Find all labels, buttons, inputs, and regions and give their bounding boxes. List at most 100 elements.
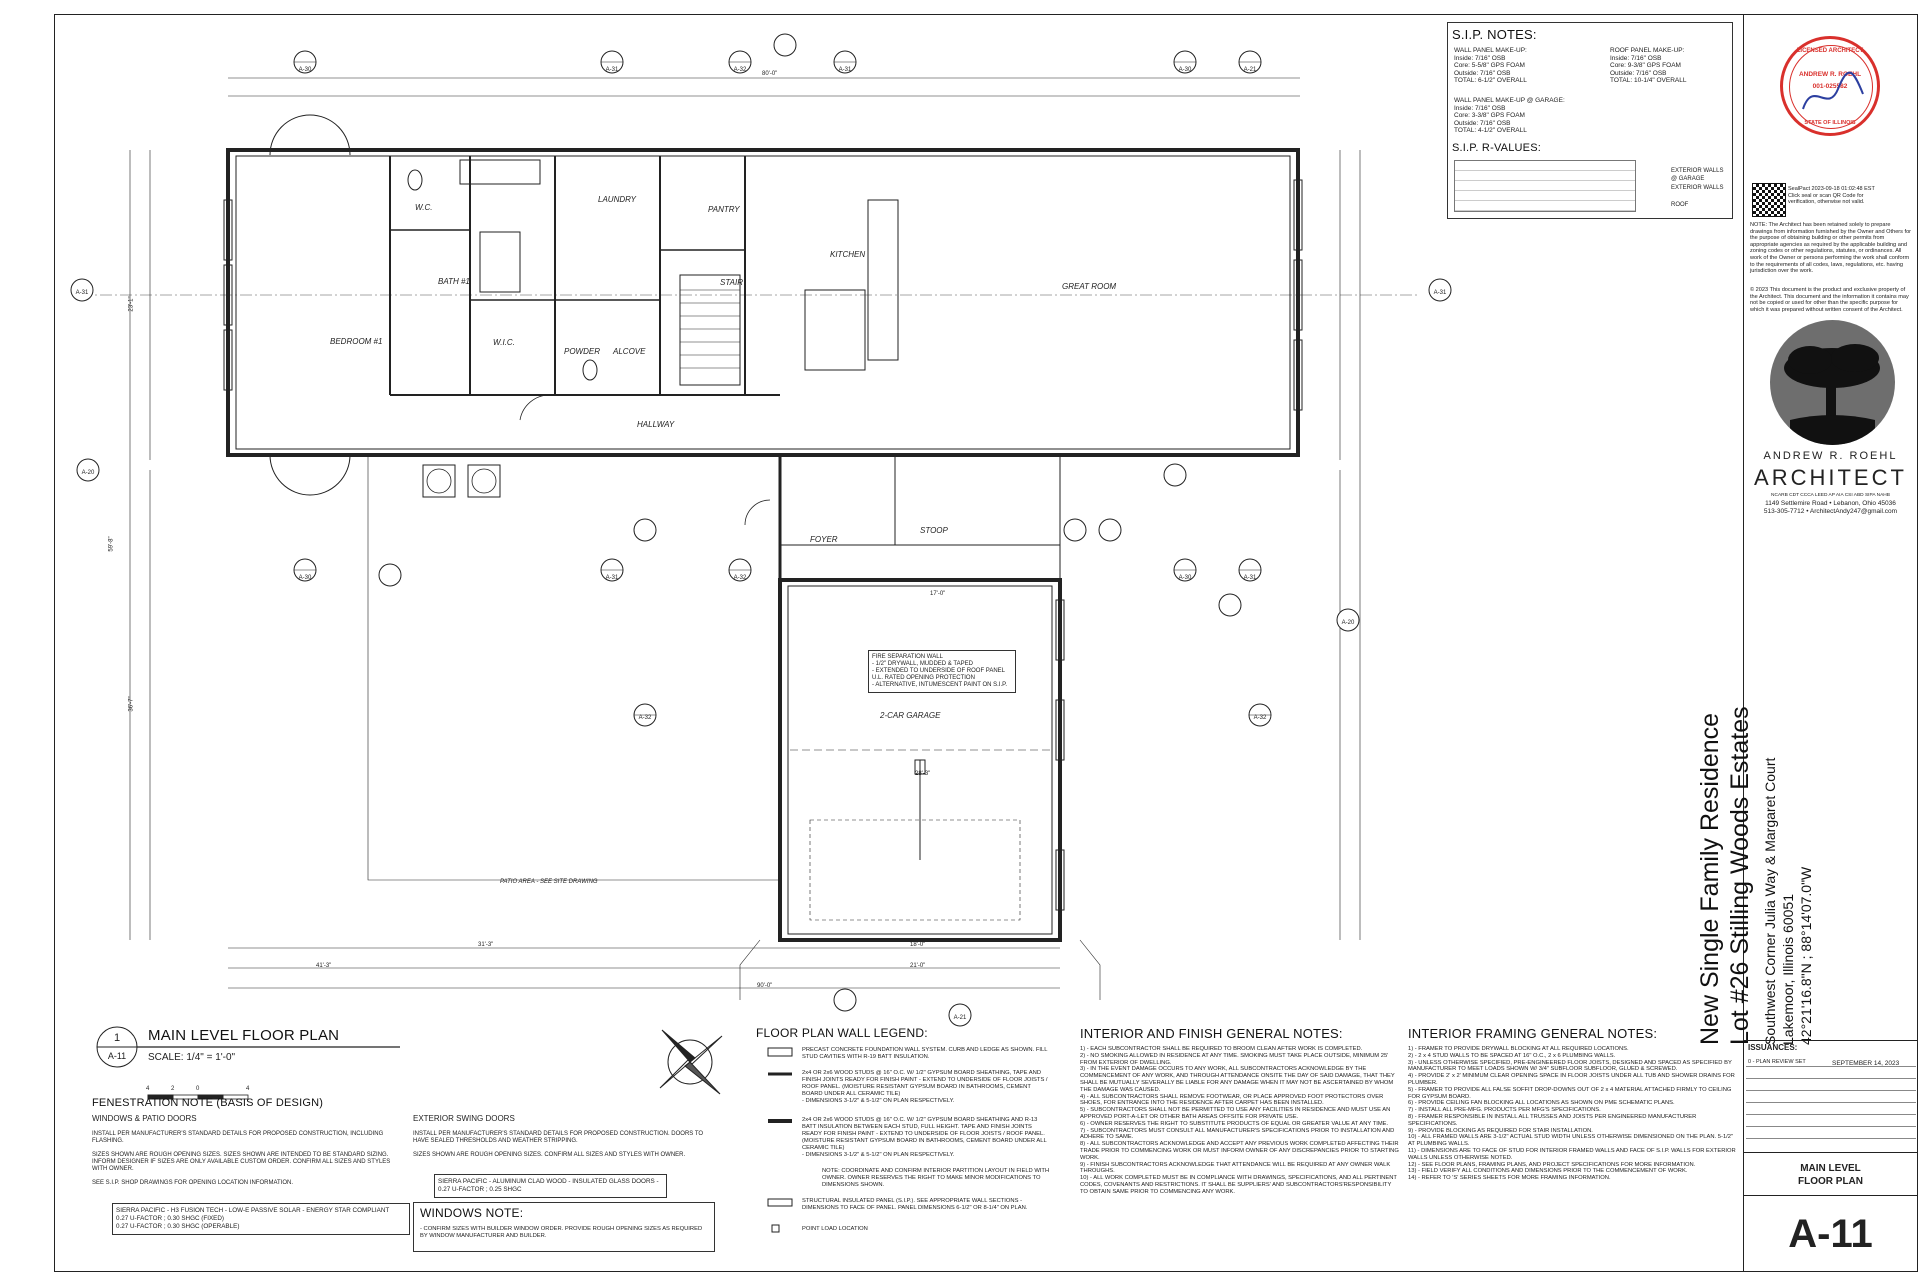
rvalue-label: ROOF (1671, 202, 1689, 208)
firm-contact: 513-305-7712 • ArchitectAndy247@gmail.co… (1763, 508, 1898, 515)
room-kitchen: KITCHEN (830, 250, 866, 259)
section-tag: A-31 (839, 67, 852, 73)
interior-notes-text: 1) - EACH SUBCONTRACTOR SHALL BE REQUIRE… (1080, 1046, 1399, 1195)
dim-left-upper: 23'-1" (128, 296, 135, 312)
scale-tick: 2 (171, 1086, 175, 1092)
legend-item: 2x4 OR 2x6 WOOD STUDS @ 16" O.C. W/ 1/2"… (802, 1070, 1048, 1104)
framing-notes-title: INTERIOR FRAMING GENERAL NOTES: (1408, 1026, 1658, 1041)
rvalue-label: EXTERIOR WALLS (1671, 185, 1724, 191)
windows-note-title: WINDOWS NOTE: (420, 1206, 524, 1220)
legend-item: STRUCTURAL INSULATED PANEL (S.I.P.). SEE… (802, 1198, 1028, 1211)
project-loc2: Lakemoor, Illinois 60051 (1780, 894, 1796, 1045)
signature-icon (1802, 71, 1864, 110)
tree-logo-icon (1770, 320, 1895, 445)
doors-title: EXTERIOR SWING DOORS (413, 1114, 515, 1123)
project-line2: Lot #26 Stilling Woods Estates (1726, 706, 1754, 1045)
section-tag: A-32 (1254, 715, 1267, 721)
section-tag: A-20 (1342, 620, 1355, 626)
dim-overall-bottom: 90'-0" (757, 983, 773, 989)
room-alcove: ALCOVE (613, 347, 646, 356)
issuance-item: 0 - PLAN REVIEW SET (1748, 1059, 1806, 1065)
sheet-number: A-11 (1788, 1212, 1873, 1256)
project-title-block: New Single Family Residence Lot #26 Stil… (1695, 625, 1845, 1045)
sip-rvalues-title: S.I.P. R-VALUES: (1452, 142, 1541, 154)
sheet-title1: MAIN LEVEL (1800, 1163, 1861, 1174)
qr-code-icon[interactable] (1752, 183, 1786, 217)
section-tag: A-32 (734, 67, 747, 73)
section-tag: A-31 (1434, 290, 1447, 296)
issuances-title: ISSUANCES: (1748, 1043, 1798, 1052)
section-tag: A-30 (1179, 575, 1192, 581)
section-tag: A-32 (734, 575, 747, 581)
dim-overall-top: 80'-0" (762, 71, 778, 77)
room-wic: W.I.C. (493, 338, 515, 347)
section-markers (70, 33, 1452, 1027)
legend-title: FLOOR PLAN WALL LEGEND: (756, 1026, 928, 1040)
room-hallway: HALLWAY (637, 420, 675, 429)
dim-left-lower: 36'-7" (128, 696, 135, 712)
doors-spec: SIERRA PACIFIC - ALUMINUM CLAD WOOD - IN… (434, 1174, 667, 1198)
windows-note-text: - CONFIRM SIZES WITH BUILDER WINDOW ORDE… (420, 1226, 703, 1239)
room-stair: STAIR (720, 278, 743, 287)
room-stoop: STOOP (920, 526, 948, 535)
sheet-title2: FLOOR PLAN (1798, 1176, 1863, 1187)
scale-tick: 0 (196, 1086, 200, 1092)
windows-text: INSTALL PER MANUFACTURER'S STANDARD DETA… (92, 1131, 391, 1186)
section-tag: A-31 (1244, 575, 1257, 581)
interior-notes-title: INTERIOR AND FINISH GENERAL NOTES: (1080, 1026, 1343, 1041)
legend-item: PRECAST CONCRETE FOUNDATION WALL SYSTEM.… (802, 1047, 1048, 1060)
legend-item: POINT LOAD LOCATION (802, 1226, 868, 1232)
room-bath: BATH #1 (438, 277, 470, 286)
firm-name: ANDREW R. ROEHL (1763, 450, 1898, 462)
windows-title: WINDOWS & PATIO DOORS (92, 1114, 197, 1123)
drawing-scale: SCALE: 1/4" = 1'-0" (148, 1052, 236, 1063)
section-tag: A-32 (639, 715, 652, 721)
room-bedroom: BEDROOM #1 (330, 337, 383, 346)
dim-bottom-d: 18'-0" (910, 942, 926, 948)
dim-garage-w: 17'-0" (930, 591, 946, 597)
patio-label: PATIO AREA - SEE SITE DRAWING (500, 879, 598, 885)
dim-garage-inner: 28'-3" (915, 771, 931, 777)
scale-bar (147, 1094, 249, 1100)
drawing-title: MAIN LEVEL FLOOR PLAN (148, 1027, 340, 1044)
framing-notes-text: 1) - FRAMER TO PROVIDE DRYWALL BLOCKING … (1408, 1046, 1736, 1182)
seal-number: 001-025582 (1812, 83, 1848, 90)
seal-name: ANDREW R. ROEHL (1798, 71, 1862, 78)
sip-wall-panel: WALL PANEL MAKE-UP: Inside: 7/16" OSB Co… (1454, 47, 1527, 84)
sip-roof-panel: ROOF PANEL MAKE-UP: Inside: 7/16" OSB Co… (1610, 47, 1687, 84)
windows-note-box (413, 1202, 715, 1252)
room-wc: W.C. (415, 203, 433, 212)
title-block (1743, 14, 1918, 1272)
section-tag: A-20 (82, 470, 95, 476)
section-tag: A-30 (1179, 67, 1192, 73)
section-tag: A-31 (606, 575, 619, 581)
project-line1: New Single Family Residence (1696, 712, 1724, 1045)
section-tag: A-21 (954, 1015, 967, 1021)
project-loc1: Southwest Corner Julia Way & Margaret Co… (1762, 757, 1778, 1045)
north-arrow-icon (659, 1029, 723, 1095)
room-pantry: PANTRY (708, 205, 740, 214)
seal-state: STATE OF ILLINOIS (1804, 120, 1856, 126)
windows-spec: SIERRA PACIFIC - H3 FUSION TECH - LOW-E … (112, 1203, 410, 1235)
dim-bottom-a: 41'-3" (316, 963, 332, 969)
section-tag: A-31 (606, 67, 619, 73)
drawing-sheet-border (54, 14, 1918, 1272)
firm-address: 1149 Settlemire Road • Lebanon, Ohio 450… (1765, 500, 1896, 507)
fire-wall-note: FIRE SEPARATION WALL - 1/2" DRYWALL, MUD… (868, 650, 1016, 693)
dim-left-total: 59'-8" (108, 536, 115, 552)
architect-seal: LICENSED ARCHITECT ANDREW R. ROEHL 001-0… (1780, 36, 1880, 136)
fenestration-title: FENESTRATION NOTE (BASIS OF DESIGN) (92, 1097, 324, 1109)
sip-notes-title: S.I.P. NOTES: (1452, 27, 1537, 42)
scale-tick: 4 (246, 1086, 250, 1092)
section-tag: A-21 (1244, 67, 1257, 73)
room-laundry: LAUNDRY (598, 195, 636, 204)
qr-caption: SealPact 2023-09-18 01:02:48 EST Click s… (1788, 186, 1875, 205)
architect-note: NOTE: The Architect has been retained so… (1750, 222, 1912, 275)
section-tag: A-30 (299, 67, 312, 73)
dim-bottom-c: 21'-0" (910, 963, 926, 969)
drawing-num: 1 (113, 1032, 121, 1044)
scale-tick: 4 (146, 1086, 150, 1092)
rvalue-table (1454, 160, 1636, 212)
firm-type: ARCHITECT (1754, 465, 1907, 490)
